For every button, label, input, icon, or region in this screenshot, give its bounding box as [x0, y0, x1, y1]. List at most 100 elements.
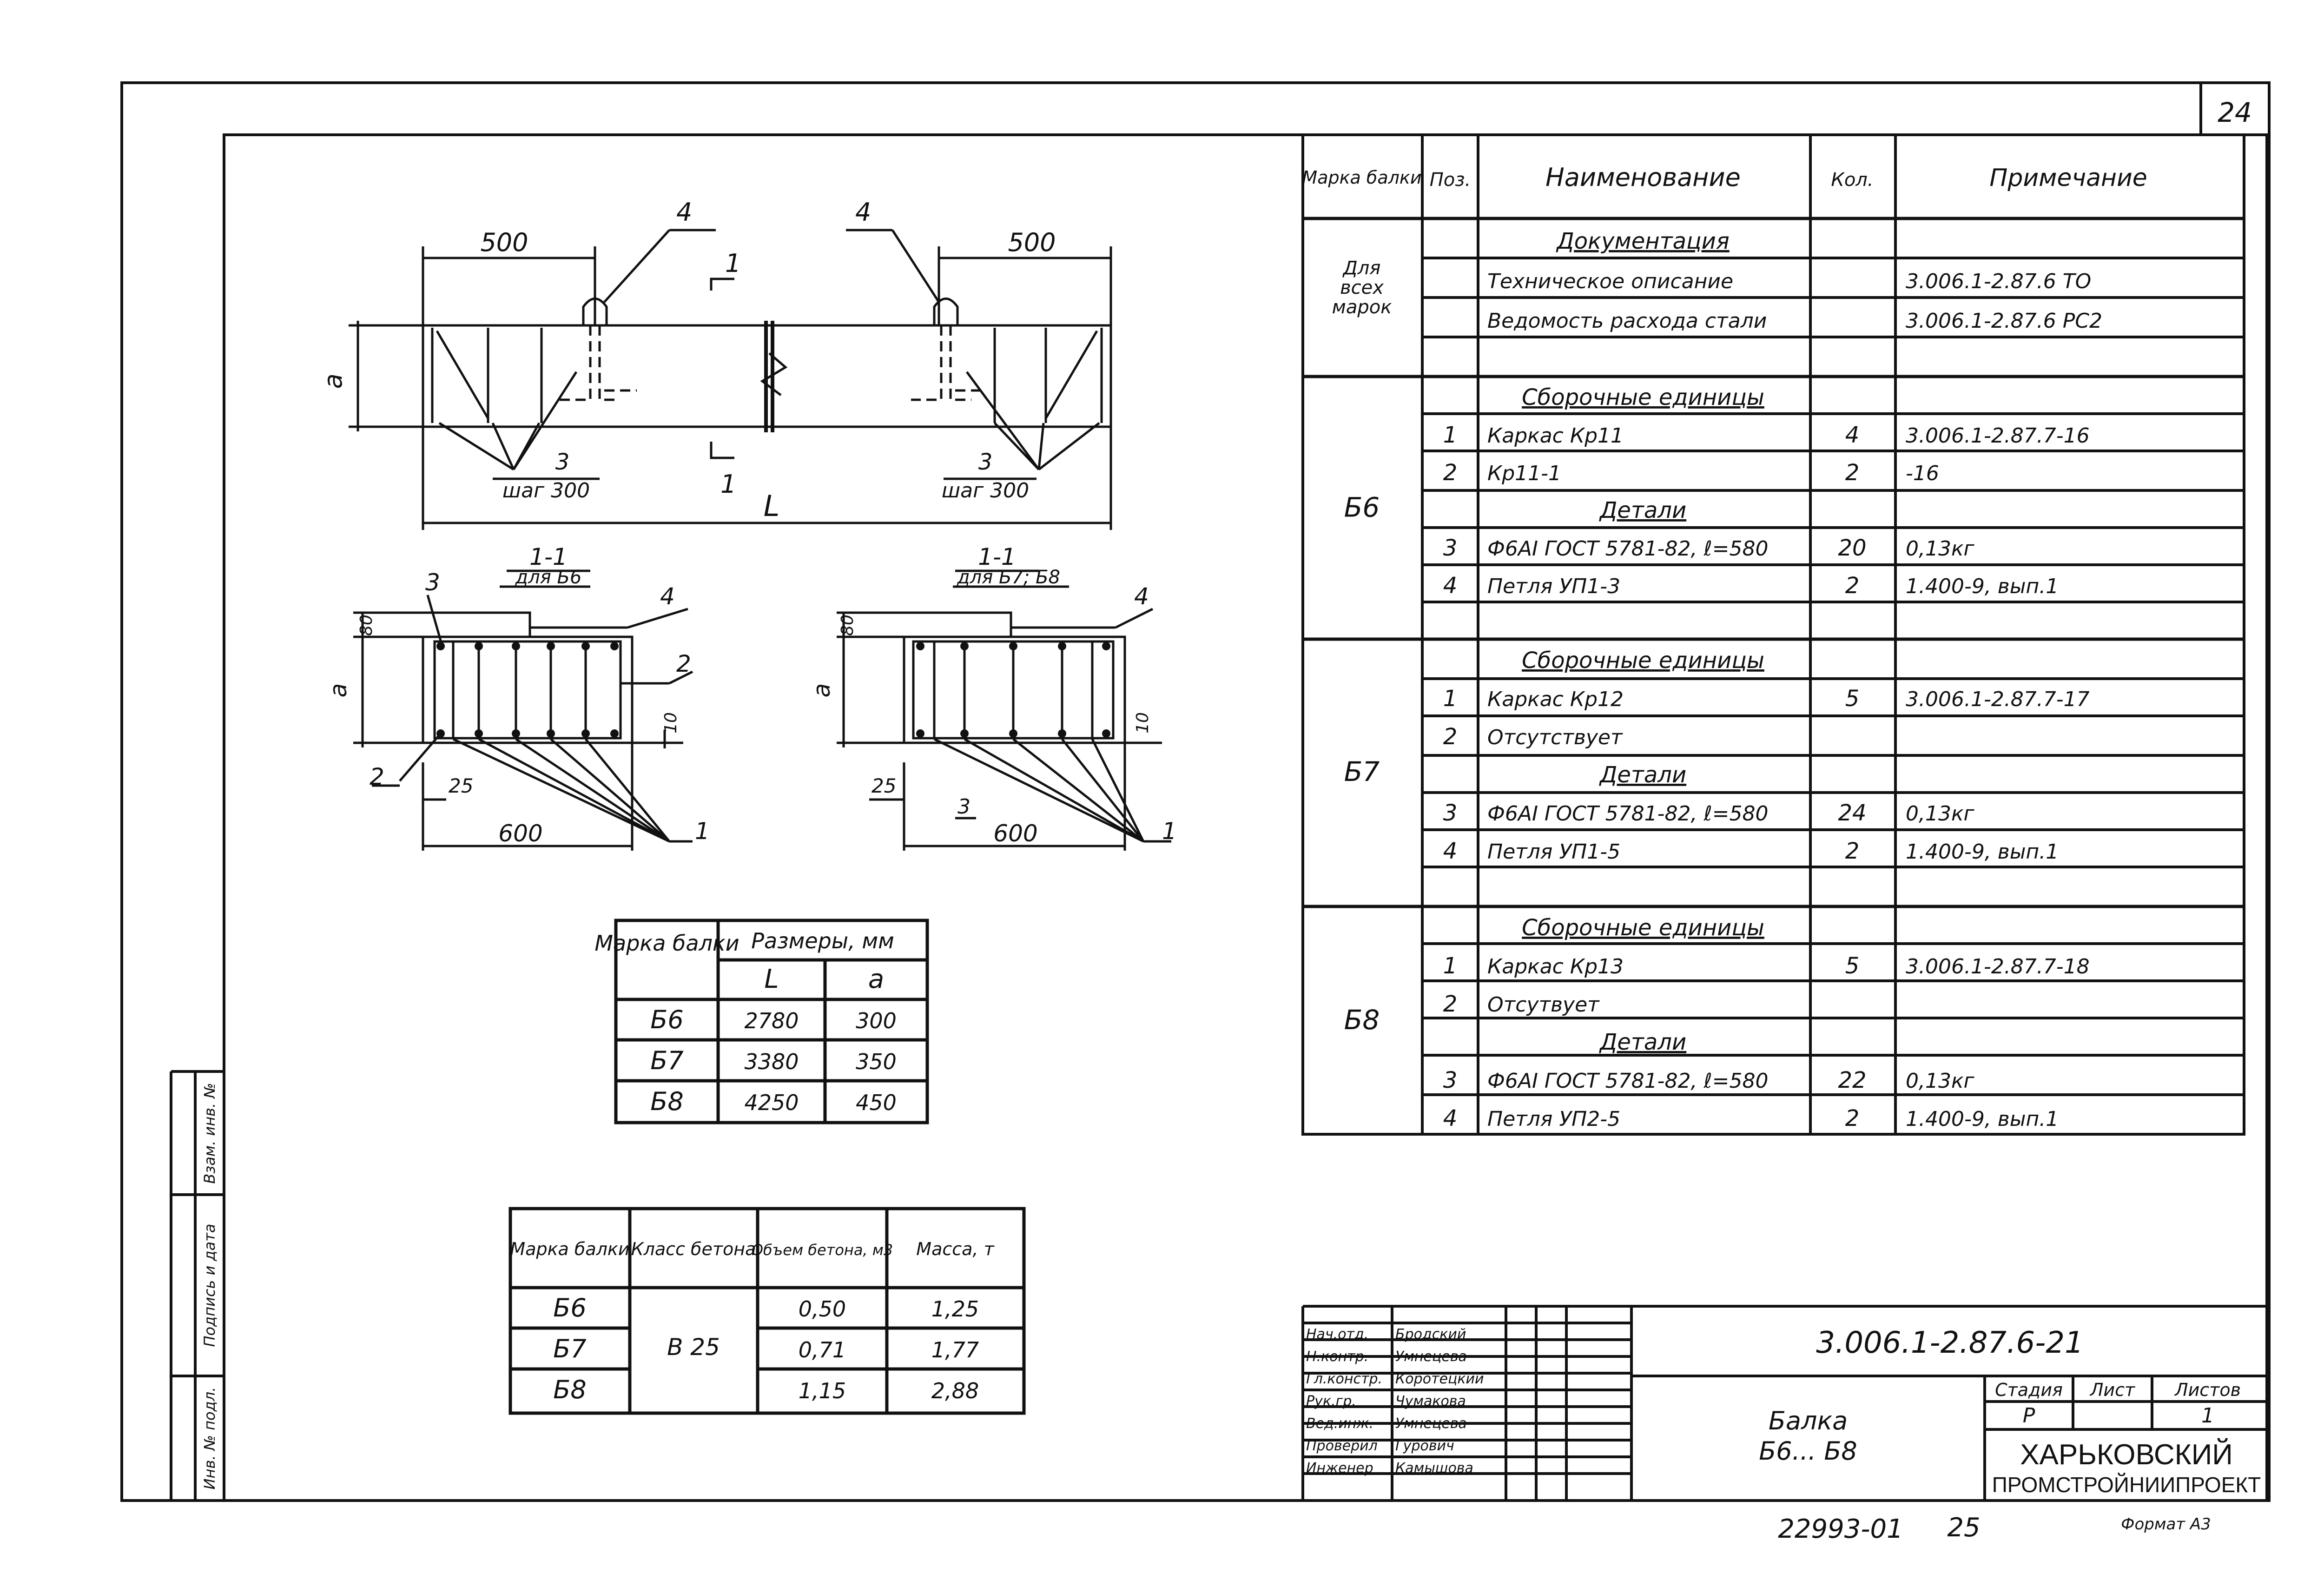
spec-row-name: Каркас Кр13 — [1487, 955, 1624, 979]
spec-row-heading: Сборочные единицы — [1522, 915, 1764, 941]
dims-r0-mark: Б6 — [650, 1005, 683, 1034]
dims-h-mark: Марка балки — [594, 931, 739, 956]
dims-r1-a: 350 — [856, 1049, 897, 1074]
spec-h-mark: Марка балки — [1302, 167, 1421, 188]
spec-row-qty: 4 — [1845, 422, 1860, 448]
spec-row-pos: 1 — [1443, 953, 1458, 979]
spec-row-name: Отсутвует — [1487, 993, 1600, 1017]
mass-table-grid — [508, 1207, 1026, 1415]
section-mark-bottom: 1 — [720, 469, 736, 499]
spec-group-mark-word: марок — [1332, 297, 1392, 318]
section-b6-height: a — [325, 683, 352, 698]
section-b7-labels: 1-1 для Б7; Б8 4 80 a 10 25 3 600 1 — [808, 543, 1177, 847]
spec-row-pos: 4 — [1443, 573, 1458, 599]
leader-3-left: 3 — [555, 449, 570, 475]
mass-h-mass: Масса, т — [916, 1239, 995, 1259]
spec-row-pos: 3 — [1443, 800, 1458, 826]
mass-r2-mark: Б8 — [553, 1375, 586, 1404]
margin-replace-inv: Взам. инв. № — [201, 1083, 218, 1184]
section-b7-title: 1-1 — [978, 543, 1016, 570]
spec-table-grid — [1301, 133, 2245, 1136]
beam-top-view — [349, 229, 1112, 530]
dim-left: 500 — [480, 228, 528, 257]
section-b7-leader-3: 3 — [957, 795, 971, 819]
org-line2: ПРОМСТРОЙНИИПРОЕКТ — [1992, 1473, 2261, 1497]
step-left: шаг 300 — [502, 479, 590, 503]
spec-row-note: 0,13кг — [1906, 802, 1975, 826]
h-sheets: Листов — [2174, 1380, 2241, 1400]
spec-row-heading: Сборочные единицы — [1522, 648, 1764, 674]
spec-row-name: Каркас Кр12 — [1487, 688, 1624, 711]
signer-name: Коротецкий — [1395, 1371, 1484, 1387]
section-b6-leader-4: 4 — [660, 583, 675, 610]
section-b6-subtitle: для Б6 — [515, 567, 582, 588]
stage-value: Р — [2023, 1404, 2035, 1428]
spec-row-qty: 2 — [1845, 573, 1860, 599]
spec-row-pos: 2 — [1443, 991, 1458, 1017]
spec-row-note: 3.006.1-2.87.7-16 — [1906, 424, 2090, 448]
section-b7-dim-80: 80 — [838, 615, 857, 636]
spec-row-qty: 5 — [1845, 686, 1860, 712]
spec-row-name: Петля УП1-3 — [1487, 575, 1620, 598]
spec-h-qty: Кол. — [1831, 169, 1873, 191]
spec-row-pos: 3 — [1443, 535, 1458, 561]
section-mark-top: 1 — [725, 249, 741, 278]
signer-name: Бродский — [1395, 1326, 1466, 1342]
spec-row-name: Петля УП1-5 — [1487, 840, 1620, 864]
section-b7-subtitle: для Б7; Б8 — [957, 567, 1060, 588]
signer-name: Камышова — [1395, 1460, 1473, 1476]
spec-row-heading: Документация — [1556, 228, 1730, 254]
spec-row-pos: 4 — [1443, 838, 1458, 864]
mass-r0-mass: 1,25 — [931, 1296, 979, 1322]
signer-role: Проверил — [1306, 1438, 1378, 1454]
signer-role: Нач.отд. — [1306, 1326, 1368, 1342]
dim-right: 500 — [1008, 228, 1056, 257]
signer-name: Умнецева — [1395, 1415, 1467, 1432]
doc-code: 3.006.1-2.87.6-21 — [1816, 1326, 2083, 1360]
spec-row-name: Петля УП2-5 — [1487, 1107, 1620, 1131]
section-b7-leader-1: 1 — [1162, 818, 1177, 845]
spec-group-mark: Б7 — [1344, 756, 1380, 787]
mass-r0-vol: 0,50 — [799, 1296, 846, 1322]
spec-group-mark-word: всех — [1340, 277, 1384, 298]
spec-row-heading: Детали — [1599, 1029, 1686, 1055]
section-b7-b8 — [837, 569, 1171, 851]
bottom-code: 22993-01 — [1778, 1514, 1903, 1544]
length-label: L — [764, 489, 780, 523]
spec-table-header: Марка балки Поз. Наименование Кол. Приме… — [1302, 163, 2147, 192]
spec-row-note: 3.006.1-2.87.7-18 — [1906, 955, 2090, 979]
margin-inv-orig: Инв. № подл. — [201, 1387, 218, 1490]
dims-r1-L: 3380 — [744, 1049, 799, 1074]
spec-row-pos: 2 — [1443, 724, 1458, 750]
dims-h-sizes: Размеры, мм — [751, 928, 894, 953]
dims-h-a: a — [868, 964, 884, 994]
section-b6-leader-2-right: 2 — [676, 650, 691, 677]
section-b6-dim-10: 10 — [661, 712, 680, 734]
title-line2: Б6... Б8 — [1759, 1436, 1857, 1466]
spec-row-name: Ведомость расхода стали — [1487, 309, 1767, 333]
spec-row-pos: 4 — [1443, 1105, 1458, 1131]
top-view-labels: 500 500 4 4 1 1 a L 3 шаг 300 3 шаг 300 — [318, 198, 1056, 523]
spec-h-note: Примечание — [1989, 164, 2147, 192]
leader-4-left: 4 — [676, 198, 692, 227]
section-b6-dim-80: 80 — [357, 615, 376, 636]
format-label: Формат А3 — [2121, 1515, 2211, 1534]
spec-row-name: Ф6АI ГОСТ 5781-82, ℓ=580 — [1487, 1069, 1769, 1093]
spec-row-heading: Детали — [1599, 762, 1686, 788]
spec-row-name: Ф6АI ГОСТ 5781-82, ℓ=580 — [1487, 537, 1769, 561]
spec-row-note: 0,13кг — [1906, 537, 1975, 561]
section-b7-dim-10: 10 — [1133, 712, 1152, 734]
signer-name: Умнецева — [1395, 1349, 1467, 1365]
step-right: шаг 300 — [942, 479, 1029, 503]
dims-r0-L: 2780 — [744, 1008, 799, 1033]
spec-row-note: 3.006.1-2.87.6 ТО — [1906, 270, 2091, 293]
section-b6-leader-3: 3 — [425, 569, 440, 596]
mass-table: Марка балки Класс бетона Объем бетона, м… — [510, 1239, 995, 1404]
mass-r1-mass: 1,77 — [931, 1337, 979, 1362]
section-b6-leader-2-left: 2 — [370, 763, 384, 790]
signer-name: Чумакова — [1395, 1393, 1466, 1409]
dims-r2-mark: Б8 — [650, 1087, 683, 1116]
spec-row-name: Каркас Кр11 — [1487, 424, 1624, 448]
